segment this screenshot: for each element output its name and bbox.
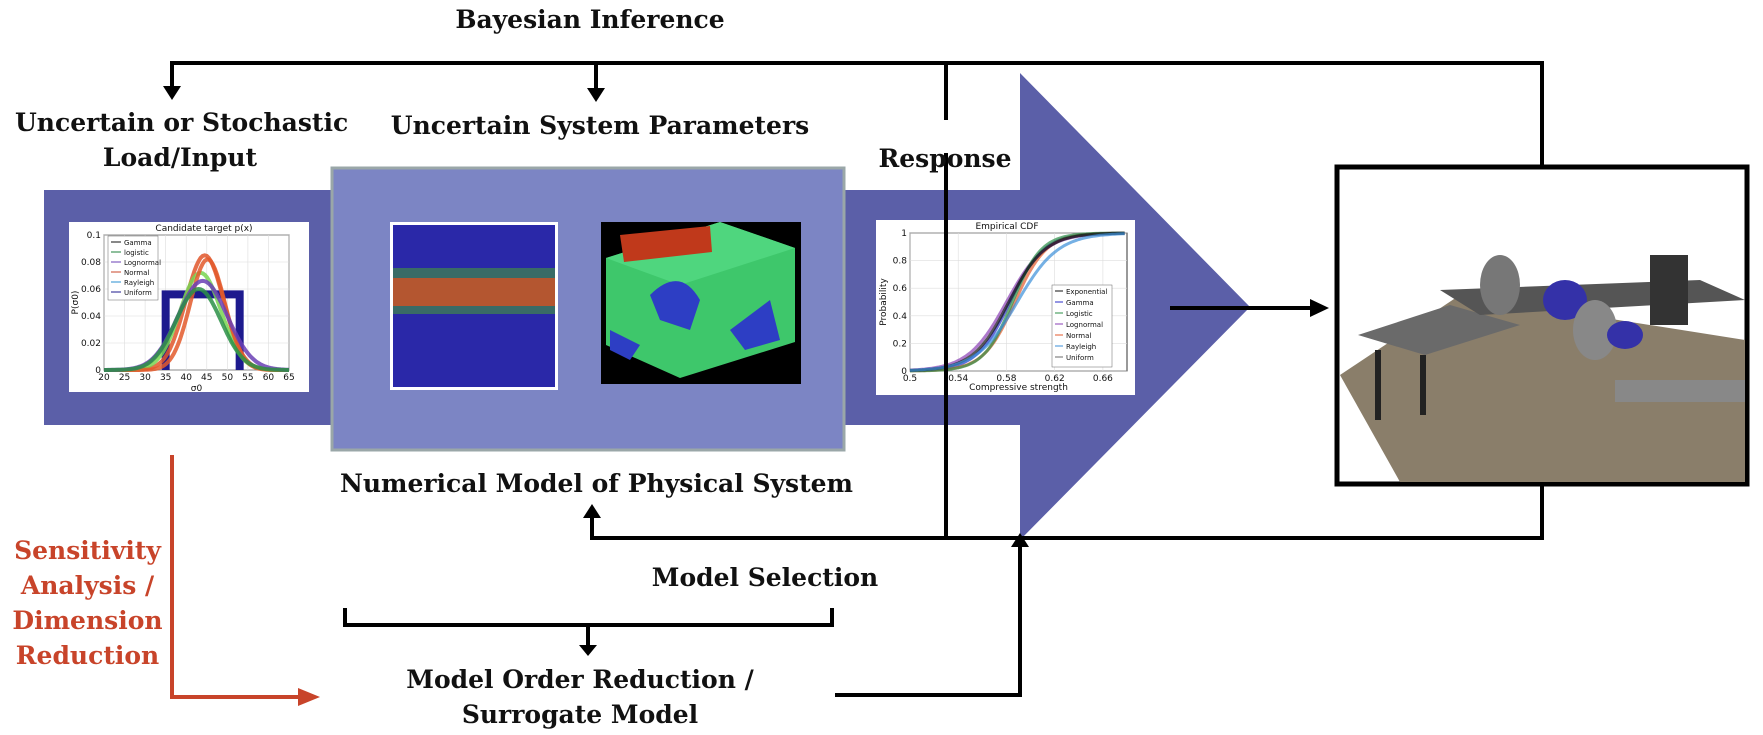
- input-plot-xtick: 25: [119, 373, 130, 383]
- input-plot-ytick: 0.02: [81, 339, 101, 349]
- input-plot-xtick: 35: [160, 373, 171, 383]
- input-plot-xlabel: σ0: [191, 384, 203, 394]
- cdf-plot-title: Empirical CDF: [975, 222, 1038, 232]
- input-plot-ylabel: P(σ0): [71, 291, 81, 315]
- input-plot-ytick: 0.04: [81, 312, 101, 322]
- sensitivity-connector: [170, 455, 320, 706]
- input-plot-xtick: 45: [201, 373, 212, 383]
- response-cdf-plot: Empirical CDF 0.5 0.54 0.58 0.62 0.66 0 0.2 0.4…: [876, 220, 1135, 395]
- cdf-plot-legend-label: Normal: [1066, 332, 1091, 340]
- input-plot-density-curve: [104, 286, 289, 372]
- input-plot-legend-box: [107, 235, 159, 301]
- cdf-plot-ytick: 0.8: [893, 257, 908, 267]
- physical-system-image: [1334, 164, 1750, 487]
- sensitivity-label-line2: Analysis /: [20, 571, 155, 600]
- input-plot-xtick: 60: [263, 373, 275, 383]
- input-plot-title: Candidate target p(x): [155, 224, 252, 234]
- input-plot-uniform-curve: [161, 290, 244, 370]
- cdf-plot-xtick: 0.58: [996, 374, 1016, 384]
- cdf-plot-legend-label: Lognormal: [1066, 321, 1103, 329]
- cdf-plot-legend-label: Exponential: [1066, 288, 1107, 296]
- input-plot-xtick: 50: [222, 373, 234, 383]
- input-plot-xtick: 20: [98, 373, 110, 383]
- cdf-plot-xlabel: Compressive strength: [969, 383, 1068, 393]
- input-plot-legend: Gamma logisticLognormalNormalRayleighUnif…: [107, 235, 161, 301]
- input-distribution-plot: Candidate target p(x) 20 25 30 35 40 45 50 55 60…: [69, 222, 309, 394]
- cdf-plot-xtick: 0.62: [1045, 374, 1065, 384]
- bayesian-inference-label: Bayesian Inference: [455, 5, 725, 34]
- input-plot-xtick: 40: [180, 373, 192, 383]
- model-selection-label: Model Selection: [651, 563, 879, 592]
- input-plot-ytick: 0.06: [81, 285, 101, 295]
- sensitivity-label-line4: Reduction: [15, 641, 160, 670]
- input-plot-ytick: 0: [95, 366, 101, 376]
- cdf-plot-xtick: 0.5: [903, 374, 917, 384]
- cdf-plot-ytick: 0.6: [893, 284, 908, 294]
- cdf-plot-ytick: 0: [901, 367, 907, 377]
- cdf-plot-ytick: 0.2: [893, 339, 907, 349]
- cdf-plot-ylabel: Probability: [879, 278, 889, 326]
- flow-connectors: [170, 61, 1544, 697]
- cdf-plot-legend-label: Rayleigh: [1066, 343, 1096, 351]
- input-plot-ytick: 0.1: [87, 231, 101, 241]
- uncertain-input-label-line2: Load/Input: [102, 143, 258, 172]
- input-plot-legend-label: Rayleigh: [124, 279, 154, 287]
- mor-label-line2: Surrogate Model: [461, 700, 699, 729]
- sensitivity-label-line1: Sensitivity: [14, 536, 161, 565]
- input-plot-xtick: 65: [283, 373, 294, 383]
- input-plot-legend-label: Gamma: [124, 239, 152, 247]
- input-plot-legend-label: Uniform: [124, 289, 152, 297]
- finite-element-mesh-image: [601, 222, 801, 384]
- input-plot-legend-label: logistic: [124, 249, 149, 257]
- cdf-plot-ytick: 0.4: [893, 312, 908, 322]
- input-plot-xtick: 55: [242, 373, 253, 383]
- input-plot-xtick: 30: [139, 373, 151, 383]
- cdf-plot-xtick: 0.54: [948, 374, 968, 384]
- cdf-plot-xtick: 0.66: [1093, 374, 1113, 384]
- arrow-heads: [163, 86, 1329, 656]
- uncertain-input-label-line1: Uncertain or Stochastic: [15, 108, 349, 137]
- cdf-plot-legend-label: Uniform: [1066, 354, 1094, 362]
- cdf-plot-legend-box: [1051, 284, 1113, 368]
- input-plot-ytick: 0.08: [81, 258, 101, 268]
- mor-label-line1: Model Order Reduction /: [406, 665, 754, 694]
- sensitivity-label-line3: Dimension: [12, 606, 163, 635]
- numerical-model-label: Numerical Model of Physical System: [340, 469, 854, 498]
- random-field-image: [390, 222, 558, 390]
- input-plot-legend-label: Lognormal: [124, 259, 161, 267]
- cdf-plot-ytick: 1: [901, 229, 907, 239]
- cdf-plot-legend-label: Logistic: [1066, 310, 1093, 318]
- input-plot-legend-label: Normal: [124, 269, 149, 277]
- cdf-plot-legend-label: Gamma: [1066, 299, 1094, 307]
- cdf-plot-legend: ExponentialGammaLogisticLognormalNormalR…: [1051, 284, 1113, 368]
- response-label: Response: [878, 144, 1012, 173]
- uncertain-params-label: Uncertain System Parameters: [390, 111, 810, 140]
